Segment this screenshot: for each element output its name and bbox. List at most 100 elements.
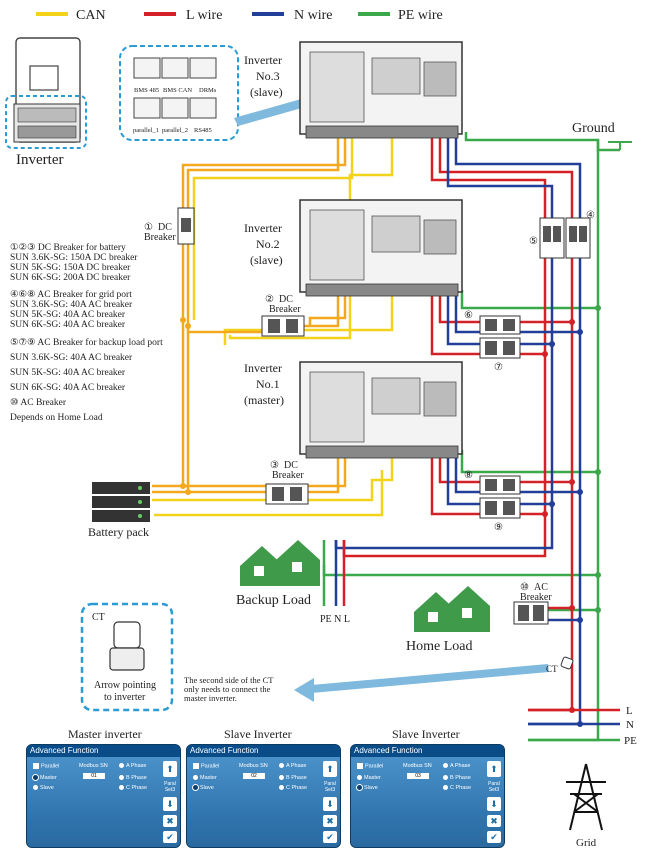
phase-c-radio[interactable]: C Phase [443,785,471,792]
ct-tag: CT [546,664,558,674]
ac-breaker-5-num: ⑤ [529,236,538,247]
close-button[interactable]: ✖ [323,815,337,827]
junction-dots [180,305,601,727]
parallel-checkbox[interactable]: Parallel [33,763,59,770]
ct-note-1: The second side of the CT [184,675,274,685]
backup-pe-n-l: PE N L [320,614,350,625]
ac-breaker-9 [479,497,521,519]
inv1-no: No.1 [256,377,280,391]
modbus-sn-field[interactable]: 01 [83,773,105,779]
home-breaker-num: ⑩ [520,582,529,593]
ct-caption-2: to inverter [104,692,146,703]
port-bmscan: BMS CAN [163,87,192,94]
parallel-checkbox[interactable]: Parallel [357,763,383,770]
note-line: ①②③ DC Breaker for battery [10,242,126,253]
phase-c-radio[interactable]: C Phase [119,785,147,792]
dc-breaker-1-num: ① [144,222,153,233]
advanced-function-screen-slave-2: Advanced Function Parallel Master Slave … [350,744,505,848]
dc-breaker-3-label: DC [284,460,298,471]
slave-radio[interactable]: Slave [193,785,214,792]
ac-breaker-5 [539,217,565,259]
legend-pe-label: PE wire [398,8,443,23]
modbus-label: Modbus SN [239,763,268,769]
dc-breaker-2-num: ② [265,294,274,305]
close-button[interactable]: ✖ [487,815,501,827]
grid-pe-label: PE [624,735,637,747]
note-line: Depends on Home Load [10,413,103,423]
down-button[interactable]: ⬇ [323,797,337,811]
ground-icon [608,141,632,150]
dc-breaker-3 [265,483,309,505]
dc-breaker-1 [177,207,195,245]
screen-caption-1: Master inverter [68,727,142,741]
inverter-1 [299,361,463,459]
backup-load-icon [240,540,320,586]
dc-breaker-1-label: DC [158,222,172,233]
inv2-name: Inverter [244,221,282,235]
master-radio[interactable]: Master [33,775,57,782]
inv3-role: (slave) [250,85,283,99]
ac-breaker-8-num: ⑧ [464,470,473,481]
ac-breaker-4-num: ④ [586,210,595,221]
note-line: SUN 6K-SG: 40A AC breaker [10,383,126,393]
grid-n-label: N [626,719,634,731]
slave-radio[interactable]: Slave [33,785,54,792]
phase-a-radio[interactable]: A Phase [279,763,307,770]
port-parallel1: parallel_1 [133,127,159,134]
legend-n-label: N wire [294,8,333,23]
phase-a-radio[interactable]: A Phase [443,763,471,770]
port-bms485: BMS 485 [134,87,159,94]
down-button[interactable]: ⬇ [487,797,501,811]
ground-label: Ground [572,121,615,136]
legend-can-label: CAN [76,8,106,23]
master-radio[interactable]: Master [193,775,217,782]
close-button[interactable]: ✖ [163,815,177,827]
modbus-sn-field[interactable]: 02 [243,773,265,779]
legend-l-label: L wire [186,8,222,23]
home-breaker-sub: Breaker [520,592,552,603]
screen-title: Advanced Function [187,745,340,757]
note-line: SUN 6K-SG: 200A DC breaker [10,273,131,283]
master-radio[interactable]: Master [357,775,381,782]
confirm-button[interactable]: ✔ [163,831,177,843]
down-button[interactable]: ⬇ [163,797,177,811]
note-line: SUN 5K-SG: 40A AC breaker [10,368,126,378]
legend: CAN L wire N wire PE wire [36,8,443,23]
phase-b-radio[interactable]: B Phase [279,775,307,782]
backup-load-label: Backup Load [236,593,311,608]
inverter-thumbnail: Inverter [5,37,87,168]
up-button[interactable]: ⬆ [163,761,177,777]
confirm-button[interactable]: ✔ [323,831,337,843]
inv3-name: Inverter [244,53,282,67]
modbus-sn-field[interactable]: 03 [407,773,429,779]
ac-breaker-7-num: ⑦ [494,362,503,373]
ac-breaker-6 [479,315,521,335]
phase-b-radio[interactable]: B Phase [443,775,471,782]
phase-b-radio[interactable]: B Phase [119,775,147,782]
inverter-display-icon [29,65,59,91]
note-line: SUN 5K-SG: 150A DC breaker [10,263,131,273]
phase-a-radio[interactable]: A Phase [119,763,147,770]
note-line: SUN 5K-SG: 40A AC breaker [10,310,126,320]
up-button[interactable]: ⬆ [323,761,337,777]
note-line: ⑩ AC Breaker [10,397,67,408]
advanced-function-screen-master: Advanced Function Parallel Master Slave … [26,744,181,848]
phase-c-radio[interactable]: C Phase [279,785,307,792]
dc-breaker-1-sub: Breaker [144,232,176,243]
ct-arrow [300,664,549,694]
slave-radio[interactable]: Slave [357,785,378,792]
confirm-button[interactable]: ✔ [487,831,501,843]
grid-label: Grid [576,837,597,849]
screen-title: Advanced Function [27,745,180,757]
grid-pylon-icon [566,763,606,831]
ct-caption-1: Arrow pointing [94,680,156,691]
screen-title: Advanced Function [351,745,504,757]
parallel-checkbox[interactable]: Parallel [193,763,219,770]
up-button[interactable]: ⬆ [487,761,501,777]
port-rs485: RS485 [194,127,212,134]
battery-label: Battery pack [88,525,149,539]
inv2-no: No.2 [256,237,280,251]
note-line: SUN 3.6K-SG: 40A AC breaker [10,300,133,310]
